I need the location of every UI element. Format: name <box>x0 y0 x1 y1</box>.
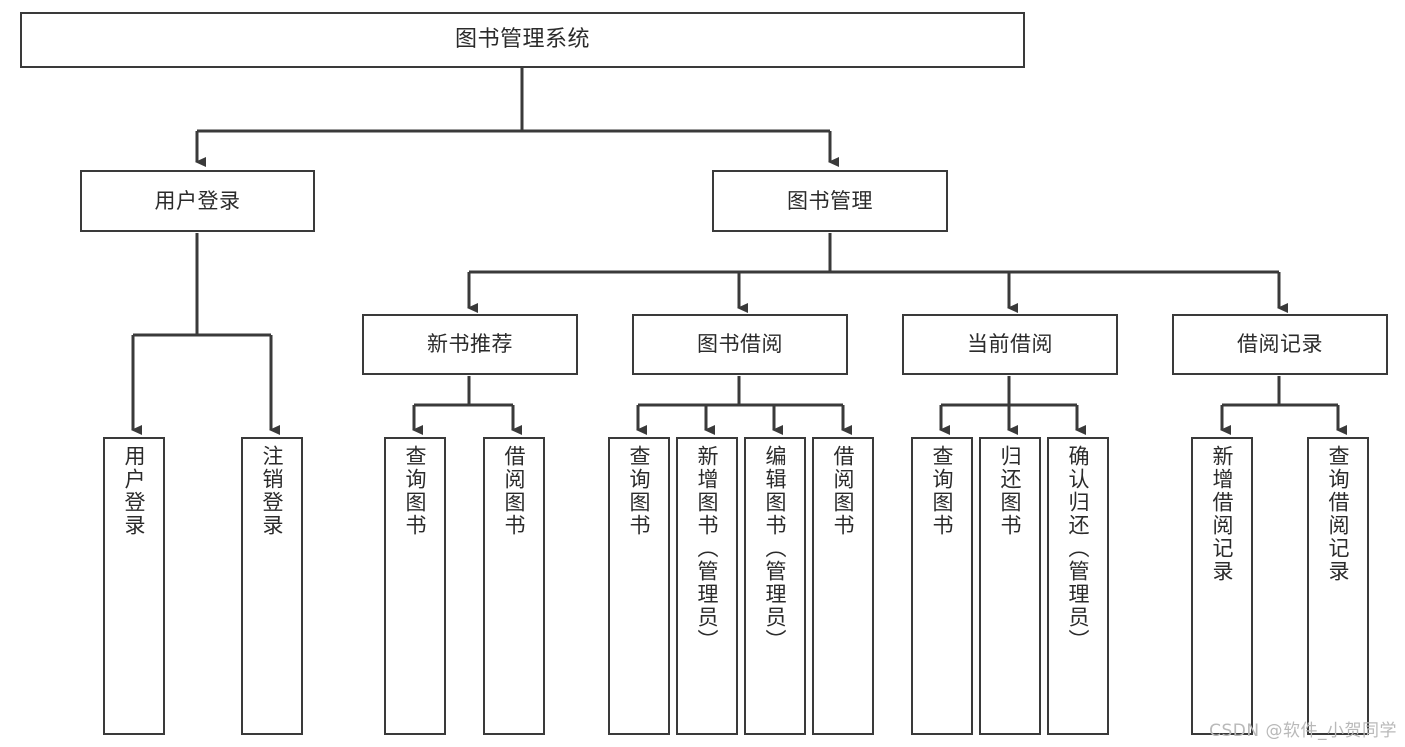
node-label: 注销登录 <box>260 445 285 537</box>
node-label: 用户登录 <box>154 188 241 213</box>
node-leaf-query-book-1[interactable]: 查询图书 <box>384 437 446 735</box>
node-label: 图书管理系统 <box>454 27 590 53</box>
node-current-borrow[interactable]: 当前借阅 <box>902 314 1118 375</box>
node-book-management[interactable]: 图书管理 <box>712 170 948 232</box>
node-book-borrow[interactable]: 图书借阅 <box>632 314 848 375</box>
node-label: 查询借阅记录 <box>1326 445 1351 583</box>
node-leaf-return-book[interactable]: 归还图书 <box>979 437 1041 735</box>
node-label: 借阅图书 <box>502 445 527 537</box>
node-label: 图书借阅 <box>697 332 783 357</box>
node-leaf-add-record[interactable]: 新增借阅记录 <box>1191 437 1253 735</box>
node-label: 借阅图书 <box>831 445 856 537</box>
node-root-book-management-system[interactable]: 图书管理系统 <box>20 12 1025 68</box>
node-leaf-logout-login[interactable]: 注销登录 <box>241 437 303 735</box>
node-label: 新书推荐 <box>427 332 513 357</box>
node-leaf-user-login[interactable]: 用户登录 <box>103 437 165 735</box>
node-borrow-record[interactable]: 借阅记录 <box>1172 314 1388 375</box>
node-leaf-edit-book[interactable]: 编辑图书（管理员） <box>744 437 806 735</box>
node-leaf-borrow-book-1[interactable]: 借阅图书 <box>483 437 545 735</box>
node-leaf-query-book-3[interactable]: 查询图书 <box>911 437 973 735</box>
node-leaf-borrow-book-2[interactable]: 借阅图书 <box>812 437 874 735</box>
node-leaf-add-book[interactable]: 新增图书（管理员） <box>676 437 738 735</box>
watermark-text: CSDN @软件_小贺同学 <box>1209 721 1397 741</box>
node-label: 查询图书 <box>930 445 955 537</box>
node-new-book-recommend[interactable]: 新书推荐 <box>362 314 578 375</box>
node-user-login[interactable]: 用户登录 <box>80 170 315 232</box>
node-label: 查询图书 <box>403 445 428 537</box>
node-label: 借阅记录 <box>1237 332 1323 357</box>
node-label: 确认归还（管理员） <box>1066 445 1091 652</box>
node-label: 新增借阅记录 <box>1210 445 1235 583</box>
node-label: 归还图书 <box>998 445 1023 537</box>
node-label: 用户登录 <box>122 445 147 537</box>
node-label: 编辑图书（管理员） <box>763 445 788 652</box>
node-label: 查询图书 <box>627 445 652 537</box>
node-leaf-query-book-2[interactable]: 查询图书 <box>608 437 670 735</box>
node-label: 当前借阅 <box>967 332 1053 357</box>
node-leaf-confirm-return[interactable]: 确认归还（管理员） <box>1047 437 1109 735</box>
node-leaf-query-record[interactable]: 查询借阅记录 <box>1307 437 1369 735</box>
node-label: 图书管理 <box>787 188 873 213</box>
node-label: 新增图书（管理员） <box>695 445 720 652</box>
